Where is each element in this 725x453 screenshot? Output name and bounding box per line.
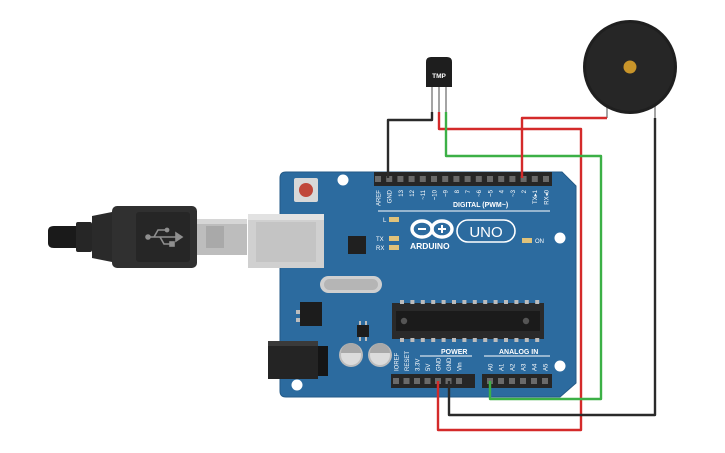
analog-pin-3[interactable] [520, 378, 526, 384]
wire-sensor-a0[interactable] [444, 112, 603, 401]
power-pin-label-1: RESET [405, 351, 411, 371]
digital-pin-label-10: ~5 [488, 189, 494, 197]
digital-pin-label-1: GND [388, 189, 394, 203]
buzzer-center [623, 60, 637, 74]
digital-pin-4[interactable] [419, 176, 426, 182]
led-on: ON [522, 238, 544, 245]
power-pin-6[interactable] [456, 378, 462, 384]
digital-pin-7[interactable] [453, 176, 460, 182]
digital-pin-label-8: 7 [466, 189, 472, 193]
power-jack [268, 341, 328, 379]
arduino-uno-board[interactable]: AREF GND 13 12 ~11 ~10 ~9 8 7 ~6 ~5 4 ~3 2 TX▸1 RX◂0 DI… [248, 171, 577, 398]
led-rx: RX [376, 245, 399, 252]
svg-text:ON: ON [535, 239, 544, 245]
digital-pin-9[interactable] [475, 176, 482, 182]
small-ic [357, 321, 369, 341]
analog-label: ANALOG IN [499, 349, 538, 356]
digital-pin-label-9: ~6 [477, 189, 483, 197]
digital-pin-label-11: 4 [500, 189, 506, 193]
digital-pin-label-5: ~10 [432, 189, 438, 200]
power-pin-label-6: Vin [457, 362, 463, 371]
digital-header: AREF GND 13 12 ~11 ~10 ~9 8 7 ~6 ~5 4 ~3 2 TX▸1 RX◂0 [374, 172, 552, 206]
digital-pin-3[interactable] [408, 176, 415, 182]
power-pin-label-2: 3.3V [415, 359, 421, 371]
power-pin-label-4: GND [436, 357, 442, 371]
power-label: POWER [441, 349, 467, 356]
analog-header: A0 A1 A2 A3 A4 A5 [482, 363, 552, 388]
digital-pin-14[interactable] [531, 176, 538, 182]
power-header: IOREF RESET 3.3V 5V GND GND Vin [391, 351, 475, 388]
analog-pin-label-4: A4 [532, 363, 538, 371]
digital-pin-5[interactable] [431, 176, 437, 182]
digital-header-label: DIGITAL (PWM~) [453, 202, 508, 209]
led-l: L [383, 217, 399, 224]
digital-pin-label-4: ~11 [421, 189, 427, 199]
usb-symbol-icon [145, 227, 184, 247]
analog-pin-1[interactable] [498, 378, 504, 384]
microcontroller-chip [392, 300, 544, 342]
analog-pin-label-0: A0 [488, 363, 494, 371]
arduino-logo-icon [410, 219, 454, 239]
digital-pin-6[interactable] [442, 176, 449, 182]
digital-pin-10[interactable] [487, 176, 493, 182]
usb-chip [348, 236, 366, 254]
wire-buzzer-gnd[interactable] [447, 118, 657, 417]
digital-pin-0[interactable] [375, 176, 381, 182]
power-pin-1[interactable] [403, 378, 410, 384]
digital-pin-12[interactable] [509, 176, 516, 182]
analog-pin-label-5: A5 [543, 363, 549, 371]
svg-text:L: L [383, 218, 387, 224]
digital-pin-label-14: TX▸1 [533, 189, 539, 204]
analog-pin-label-3: A3 [521, 363, 527, 371]
digital-pin-label-15: RX◂0 [544, 189, 550, 204]
power-pin-label-0: IOREF [394, 352, 400, 371]
digital-pin-label-12: ~3 [511, 189, 517, 197]
power-pin-label-5: GND [447, 357, 453, 371]
wire-sensor-5v[interactable] [436, 112, 583, 432]
digital-pin-15[interactable] [543, 176, 549, 182]
power-pin-label-3: 5V [426, 364, 432, 371]
analog-pin-label-2: A2 [510, 363, 516, 371]
analog-pin-4[interactable] [531, 378, 537, 384]
board-brand: ARDUINO [410, 241, 450, 251]
digital-pin-13[interactable] [520, 176, 527, 182]
sensor-label: TMP [432, 73, 446, 80]
digital-pin-label-6: ~9 [444, 189, 450, 197]
voltage-regulator [296, 302, 322, 326]
usb-jack [248, 214, 324, 268]
digital-pin-label-7: 8 [455, 189, 461, 193]
mounting-holes [291, 174, 566, 391]
svg-text:TX: TX [376, 237, 384, 243]
svg-text:RX: RX [376, 246, 384, 252]
svg-text:UNO: UNO [469, 224, 502, 241]
led-tx: TX [376, 236, 399, 243]
analog-pin-2[interactable] [509, 378, 515, 384]
usb-cable[interactable] [48, 206, 247, 268]
digital-pin-11[interactable] [498, 176, 505, 182]
board-pcb [279, 171, 577, 398]
piezo-buzzer[interactable] [583, 20, 677, 118]
wire-buzzer-pin2[interactable] [520, 116, 607, 178]
temperature-sensor[interactable]: TMP [426, 57, 452, 112]
power-pin-0[interactable] [393, 378, 399, 384]
digital-pin-8[interactable] [464, 176, 471, 182]
board-model-badge: UNO [456, 219, 516, 243]
reset-button[interactable] [294, 178, 318, 202]
crystal [320, 276, 382, 293]
capacitors [339, 343, 392, 367]
power-pin-2[interactable] [414, 378, 420, 384]
power-pin-3[interactable] [424, 378, 431, 384]
digital-pin-label-13: 2 [522, 189, 528, 193]
digital-pin-2[interactable] [397, 176, 404, 182]
analog-pin-5[interactable] [542, 378, 548, 384]
wire-sensor-gnd[interactable] [386, 112, 434, 178]
analog-pin-label-1: A1 [499, 363, 505, 371]
digital-pin-label-2: 13 [399, 189, 405, 196]
digital-pin-label-0: AREF [376, 190, 382, 206]
digital-pin-label-3: 12 [410, 189, 416, 196]
digital-pin-1[interactable] [386, 176, 393, 182]
